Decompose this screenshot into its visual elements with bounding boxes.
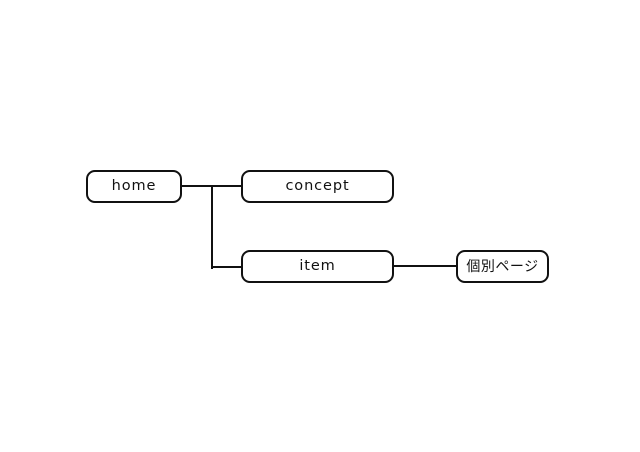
edge-item-to-detail [394,265,457,267]
node-item-label: item [299,258,336,275]
edge-home-to-trunk [182,185,213,187]
node-home-label: home [111,178,157,195]
node-detail-page[interactable]: 個別ページ [456,250,549,283]
edge-trunk-to-item [211,266,242,268]
node-concept[interactable]: concept [241,170,394,203]
edge-trunk-to-concept [211,185,242,187]
node-detail-page-label: 個別ページ [466,258,539,275]
node-concept-label: concept [285,178,350,195]
node-home[interactable]: home [86,170,182,203]
node-item[interactable]: item [241,250,394,283]
edge-trunk-vertical [211,185,213,269]
